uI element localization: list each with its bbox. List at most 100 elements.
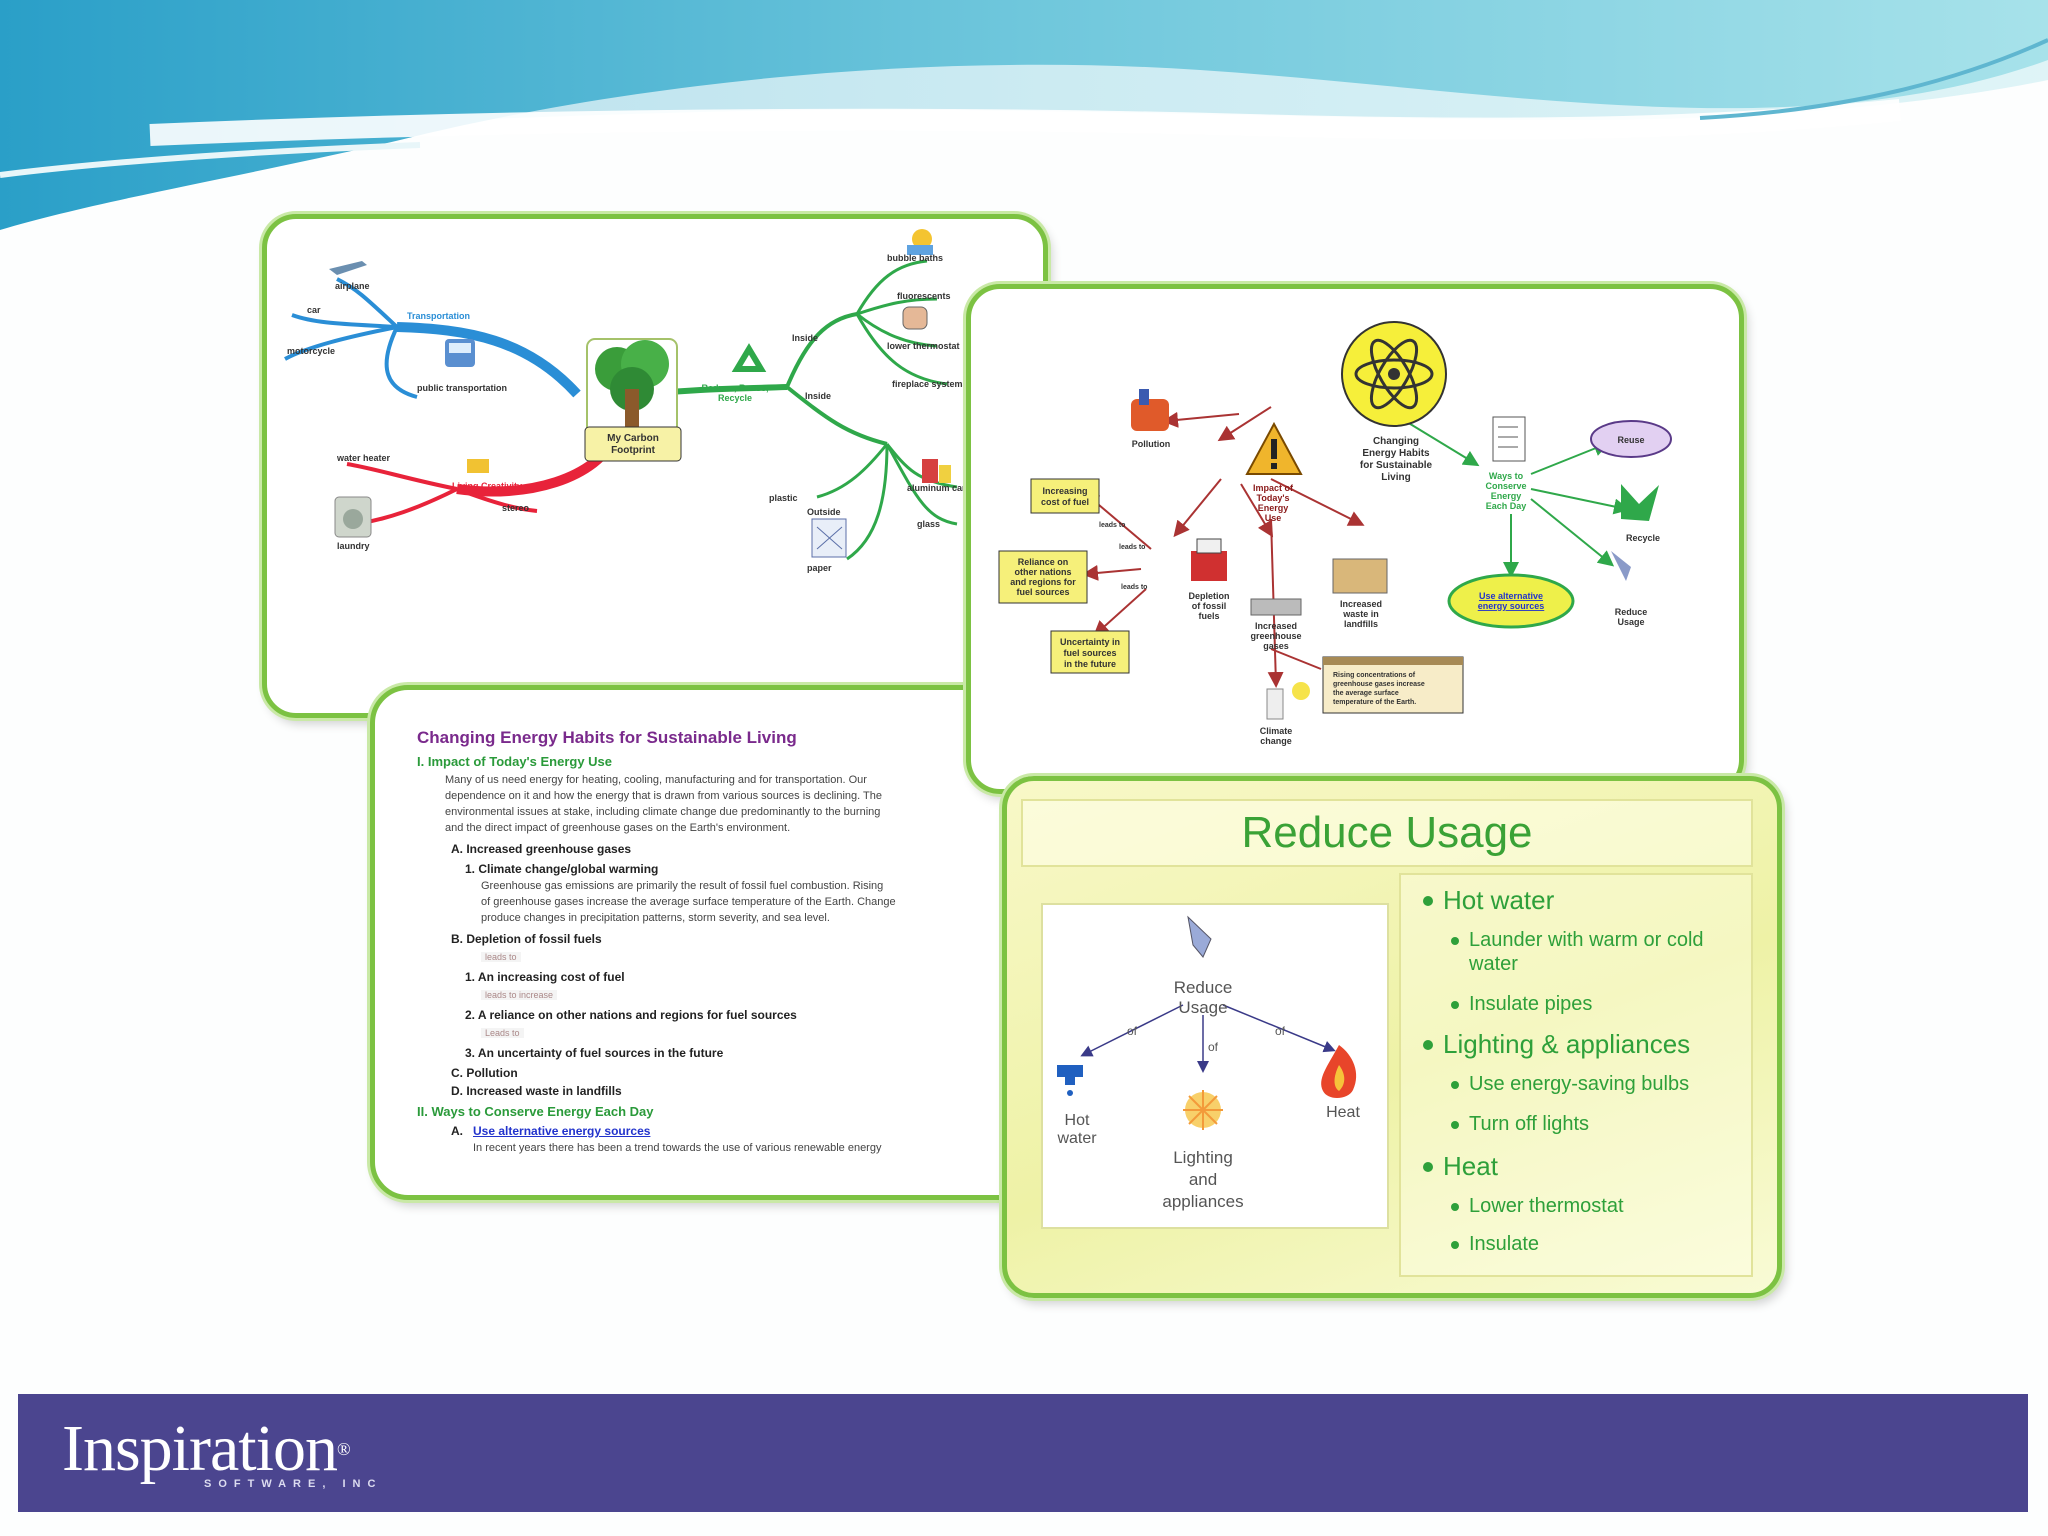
concept-map-diagram: Changing Energy Habits for Sustainable L…: [998, 321, 1672, 746]
mindmap-transport-label: Transportation: [407, 311, 470, 321]
recycle-node: Recycle: [1626, 533, 1660, 543]
outline-card[interactable]: Changing Energy Habits for Sustainable L…: [370, 685, 1100, 1200]
sub-bullet: Launder with warm or cold: [1469, 929, 1704, 951]
airplane-icon: [329, 261, 367, 275]
mindmap-recycle-label: Recycle: [718, 393, 752, 403]
impact-label: Use: [1265, 513, 1282, 523]
map-center-line1: Reduce: [1174, 978, 1233, 997]
factory-icon: [1131, 389, 1169, 431]
mindmap-paper-label: paper: [807, 563, 832, 573]
outline-item-c: C. Pollution: [451, 1066, 518, 1080]
sub-bullet: Turn off lights: [1469, 1113, 1590, 1135]
mindmap-inside-label2: Inside: [792, 333, 818, 343]
alt-energy-link[interactable]: Use alternative energy sources: [473, 1124, 651, 1138]
reduce-usage-card[interactable]: Reduce Usage Reduce Usage of of of Hot w…: [1002, 776, 1782, 1298]
ways-label: Conserve: [1485, 481, 1526, 491]
alt-energy-node[interactable]: energy sources: [1478, 601, 1545, 611]
warming-note: greenhouse gases increase: [1333, 681, 1425, 688]
faucet-icon: [1611, 551, 1631, 581]
outline-body-line: Greenhouse gas emissions are primarily t…: [481, 880, 884, 892]
outline-item-b2: 2. A reliance on other nations and regio…: [465, 1008, 797, 1022]
sub-bullet: Insulate: [1469, 1233, 1540, 1255]
mindmap-public-label: public transportation: [417, 383, 507, 393]
link-label: leads to: [1099, 522, 1125, 529]
uncertainty-label: Uncertainty in: [1060, 637, 1120, 647]
warming-note: temperature of the Earth.: [1333, 699, 1416, 706]
mindmap-fireplace-label: fireplace systems: [892, 379, 968, 389]
reuse-node: Reuse: [1617, 435, 1644, 445]
pollution-label: Pollution: [1132, 439, 1171, 449]
logo-tagline: SOFTWARE, INC: [204, 1478, 383, 1490]
warming-note: the average surface: [1333, 690, 1399, 697]
landfill-icon: [1332, 558, 1388, 594]
map-light-line3: appliances: [1162, 1192, 1243, 1211]
reliance-label: fuel sources: [1016, 587, 1069, 597]
ghg-label: greenhouse: [1250, 631, 1301, 641]
tree-icon: [586, 338, 678, 450]
link-label: leads to: [1121, 584, 1147, 591]
ways-label: Each Day: [1486, 501, 1527, 511]
outline-title: Changing Energy Habits for Sustainable L…: [417, 728, 797, 747]
map-link-label: of: [1275, 1024, 1286, 1038]
alt-energy-node[interactable]: Use alternative: [1479, 591, 1543, 601]
concept-center-line: Changing: [1373, 436, 1419, 447]
map-hot-line1: Hot: [1065, 1112, 1090, 1129]
outline-note: Leads to: [481, 1028, 524, 1038]
outline-item-b3: 3. An uncertainty of fuel sources in the…: [465, 1046, 724, 1060]
map-link-label: of: [1208, 1040, 1219, 1054]
ways-label: Ways to: [1489, 471, 1524, 481]
inspiration-logo: Inspiration®: [62, 1416, 351, 1482]
bullet-heat: Heat: [1443, 1151, 1498, 1181]
outline-note: leads to increase: [481, 990, 558, 1000]
mindmap-reduce-label: Reduce, Reuse,: [701, 383, 768, 393]
mindmap-fluor-label: fluorescents: [897, 291, 951, 301]
outline-body-line: and the direct impact of greenhouse gase…: [445, 822, 791, 834]
mindmap-car-label: car: [307, 305, 321, 315]
map-center-line2: Usage: [1178, 998, 1227, 1017]
map-link-label: of: [1127, 1024, 1138, 1038]
outline-section-1: I. Impact of Today's Energy Use: [417, 754, 613, 769]
sub-bullet-continued: water: [1469, 953, 1518, 975]
header-wave: [0, 0, 2048, 230]
concept-center-line: Living: [1381, 472, 1410, 483]
warning-icon: [1245, 421, 1303, 475]
mindmap-outside-label: Outside: [807, 507, 841, 517]
waste-label: Increased: [1340, 599, 1382, 609]
can-icon: [922, 459, 951, 483]
ways-label: Energy: [1491, 491, 1522, 501]
paper-icon: [811, 518, 847, 558]
outline-body-line: dependence on it and how the energy that…: [445, 790, 882, 802]
mindmap-card[interactable]: My Carbon Footprint Reduce, Reuse, Recyc…: [262, 214, 1048, 718]
depletion-label: of fossil: [1192, 601, 1227, 611]
logo-text: Inspiration: [62, 1412, 338, 1485]
map-light-line2: and: [1189, 1170, 1217, 1189]
waste-label: waste in: [1342, 609, 1379, 619]
recycle-icon: [731, 343, 767, 372]
depletion-label: Depletion: [1188, 591, 1229, 601]
reduce-node: Reduce: [1615, 607, 1648, 617]
bullet-lighting: Lighting & appliances: [1443, 1029, 1691, 1059]
impact-label: Impact of: [1253, 483, 1294, 493]
map-light-line1: Lighting: [1173, 1148, 1233, 1167]
outline-body-line: produce changes in precipitation pattern…: [481, 912, 830, 924]
outline-item-b1: 1. An increasing cost of fuel: [465, 970, 625, 984]
concept-center-line: for Sustainable: [1360, 460, 1433, 471]
mindmap-plastic-label: plastic: [769, 493, 798, 503]
outline-item-a1: 1. Climate change/global warming: [465, 862, 659, 876]
warming-note: Rising concentrations of: [1333, 672, 1416, 679]
mindmap-center-line1: My Carbon: [607, 433, 659, 444]
recycle-icon: [1621, 484, 1659, 521]
concept-map-card[interactable]: Changing Energy Habits for Sustainable L…: [966, 284, 1744, 794]
checklist-icon: [1492, 416, 1526, 462]
concept-center-line: Energy Habits: [1362, 448, 1430, 459]
sub-bullet: Insulate pipes: [1469, 993, 1593, 1015]
bus-icon: [445, 339, 475, 367]
thermometer-icon: [1266, 682, 1310, 720]
sub-bullet: Lower thermostat: [1469, 1195, 1624, 1217]
sun-icon: [907, 229, 933, 255]
reduce-usage-map: Reduce Usage of of of Hot water Lighting…: [1041, 903, 1389, 1229]
mindmap-water-heater-label: water heater: [336, 453, 391, 463]
footer-band: Inspiration® SOFTWARE, INC: [18, 1394, 2028, 1512]
reduce-usage-list: Hot water Launder with warm or cold wate…: [1399, 873, 1753, 1277]
